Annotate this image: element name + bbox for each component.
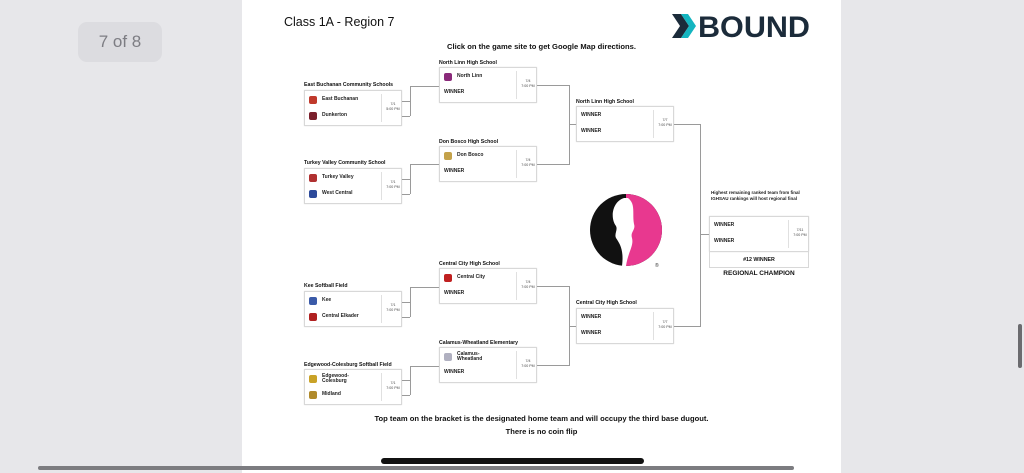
team-logo-icon [309,112,317,120]
team-row: Midland [309,389,341,401]
team-row: Turkey Valley [309,172,354,184]
team-logo-icon [309,96,317,104]
document-page: Class 1A - Region 7 BOUND Click on the g… [242,0,841,473]
registered-mark: ® [655,263,659,269]
seed-label: #12 WINNER [709,252,809,268]
team-row: Kee [309,295,331,307]
team-row: WINNER [444,369,465,376]
venue-link[interactable]: Calamus-Wheatland Elementary [439,340,518,346]
venue-link[interactable]: Turkey Valley Community School [304,160,386,166]
svg-text:BOUND: BOUND [698,11,810,42]
team-logo-icon [309,391,317,399]
team-row: Calamus-Wheatland [444,351,491,363]
venue-link[interactable]: Central City High School [439,261,500,267]
directions-hint: Click on the game site to get Google Map… [446,42,637,51]
venue-link[interactable]: Kee Softball Field [304,283,348,289]
venue-link[interactable]: Central City High School [576,300,637,306]
team-logo-icon [444,73,452,81]
team-logo-icon [309,297,317,305]
team-row: Don Bosco [444,150,483,162]
team-row: WINNER [444,89,465,96]
team-logo-icon [309,313,317,321]
team-row: Central Elkader [309,311,359,323]
venue-link[interactable]: Edgewood-Colesburg Softball Field [304,362,392,368]
team-row: WINNER [581,330,602,337]
vertical-scrollbar[interactable] [1018,324,1022,368]
team-row: West Central [309,188,352,200]
page-indicator[interactable]: 7 of 8 [78,22,162,62]
team-row: WINNER [581,314,602,321]
team-logo-icon [444,274,452,282]
team-row: North Linn [444,71,482,83]
venue-link[interactable]: East Buchanan Community Schools [304,82,394,88]
team-logo-icon [309,174,317,182]
team-row: East Buchanan [309,94,358,106]
horizontal-scrollbar[interactable] [38,466,794,470]
regional-champion-label: REGIONAL CHAMPION [723,270,795,277]
team-row: WINNER [444,168,465,175]
team-row: WINNER [714,222,735,229]
bound-logo: BOUND [672,11,810,42]
final-host-note: Highest remaining ranked team from final… [711,190,800,201]
team-row: WINNER [444,290,465,297]
venue-link[interactable]: North Linn High School [576,99,634,105]
team-row: Central City [444,272,485,284]
team-row: WINNER [581,112,602,119]
team-logo-icon [309,190,317,198]
coin-flip-note: There is no coin flip [505,427,578,436]
team-row: Edgewood-Colesburg [309,373,366,385]
venue-link[interactable]: North Linn High School [439,60,497,66]
team-row: WINNER [714,238,735,245]
page-title: Class 1A - Region 7 [284,15,395,29]
team-logo-icon [444,353,452,361]
home-team-note: Top team on the bracket is the designate… [374,414,709,423]
team-row: WINNER [581,128,602,135]
brand-profile-icon [590,194,662,266]
team-logo-icon [309,375,317,383]
team-logo-icon [444,152,452,160]
home-indicator[interactable] [381,458,644,464]
venue-link[interactable]: Don Bosco High School [439,139,499,145]
team-row: Dunkerton [309,110,347,122]
